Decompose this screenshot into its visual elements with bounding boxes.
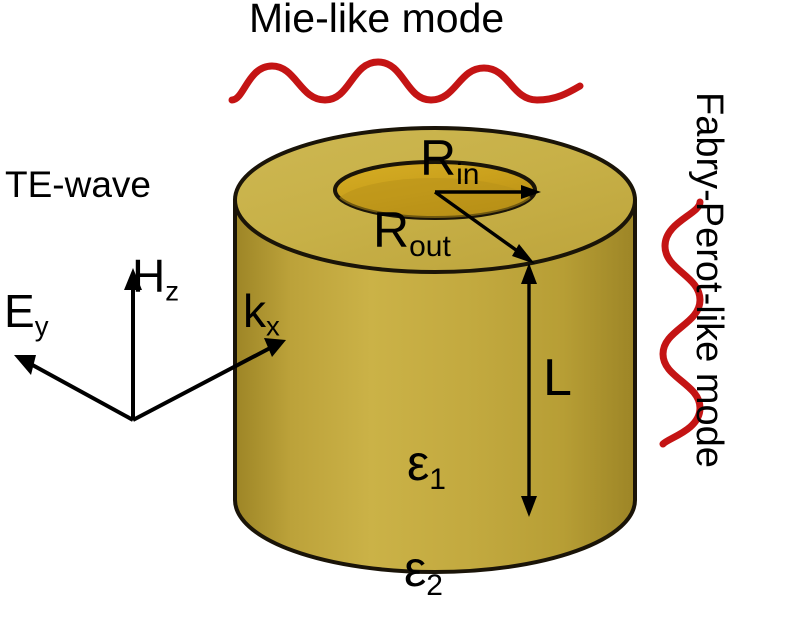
radius-outer-label: Rout [373, 205, 451, 262]
radius-inner-base: R [420, 130, 457, 186]
permittivity-inside-base: ε [407, 435, 430, 491]
axis-arrowhead-Ey [14, 355, 36, 375]
length-label: L [543, 349, 572, 407]
fabry-perot-mode-wave [659, 198, 704, 448]
axis-label-kx-sub: x [266, 310, 280, 342]
axis-arrowhead-Hz [124, 268, 142, 290]
cylinder-side-wall [233, 198, 637, 574]
radius-outer-base: R [373, 202, 410, 258]
radius-outer-sub: out [409, 230, 451, 263]
axis-label-Ey: Ey [4, 288, 48, 340]
cylinder-top-face [233, 126, 637, 274]
cylinder-body [233, 198, 637, 574]
axis-label-Ey-base: E [4, 285, 35, 337]
axis-label-Hz-base: H [132, 250, 166, 302]
axis-label-Hz-sub: z [165, 275, 180, 307]
coordinate-axes [14, 268, 286, 422]
axis-label-kx: kx [243, 288, 280, 340]
radius-inner-sub: in [456, 158, 480, 191]
radius-inner-arrow [435, 185, 541, 199]
fabry-perot-mode-title: Fabry-Perot-like mode [688, 92, 730, 468]
length-arrow [521, 263, 537, 517]
permittivity-outside-sub: 2 [426, 569, 443, 602]
radius-inner-label: Rin [420, 133, 479, 190]
permittivity-inside-sub: 1 [429, 463, 446, 496]
permittivity-outside-label: ε2 [404, 544, 443, 601]
axis-label-Ey-sub: y [34, 310, 49, 342]
radius-outer-arrow [434, 190, 535, 264]
permittivity-inside-label: ε1 [407, 438, 446, 495]
mie-mode-wave [228, 58, 584, 104]
axis-arrowhead-kx [264, 338, 286, 357]
permittivity-outside-base: ε [404, 541, 427, 597]
axis-label-Hz: Hz [132, 253, 179, 305]
axis-label-kx-base: k [243, 285, 266, 337]
te-wave-label: TE-wave [5, 164, 151, 205]
mie-mode-title: Mie-like mode [249, 0, 505, 41]
